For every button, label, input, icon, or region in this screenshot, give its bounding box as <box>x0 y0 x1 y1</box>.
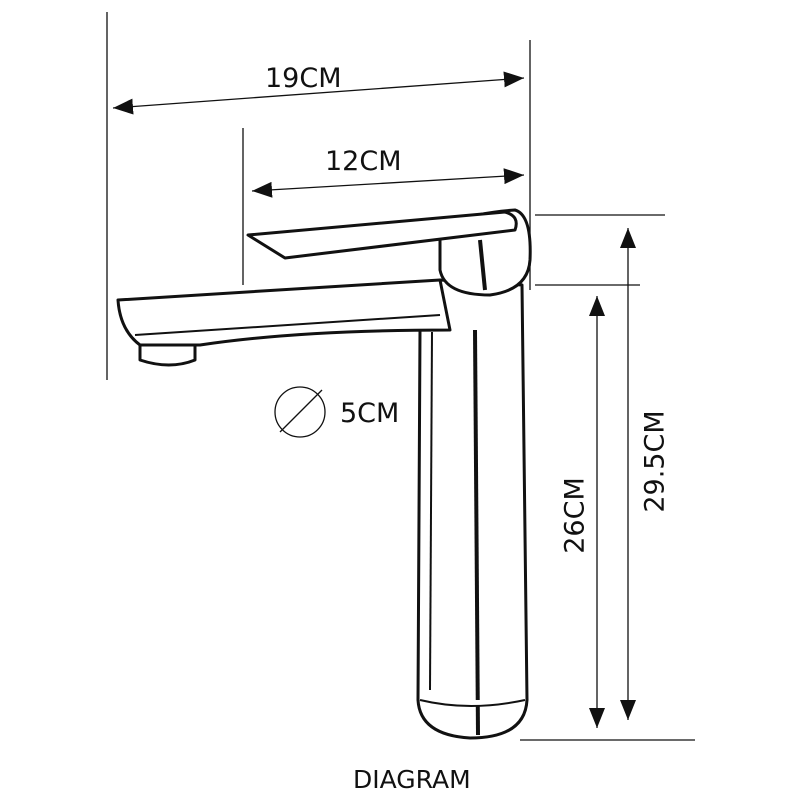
label-diameter: 5CM <box>340 398 400 429</box>
faucet-spout <box>116 278 452 347</box>
label-total-height: 29.5CM <box>639 410 671 513</box>
label-handle-length: 12CM <box>325 146 402 177</box>
label-total-length: 19CM <box>265 63 342 94</box>
faucet-aerator <box>138 343 197 367</box>
dimension-arrow-19cm <box>112 71 525 115</box>
faucet-drawing <box>116 208 532 740</box>
faucet-body <box>416 278 529 740</box>
faucet-lever <box>246 210 518 260</box>
label-spout-height: 26CM <box>559 477 591 554</box>
diameter-icon <box>274 386 326 438</box>
dimension-arrow-12cm <box>251 168 525 198</box>
diagram-caption: DIAGRAM <box>353 765 471 794</box>
